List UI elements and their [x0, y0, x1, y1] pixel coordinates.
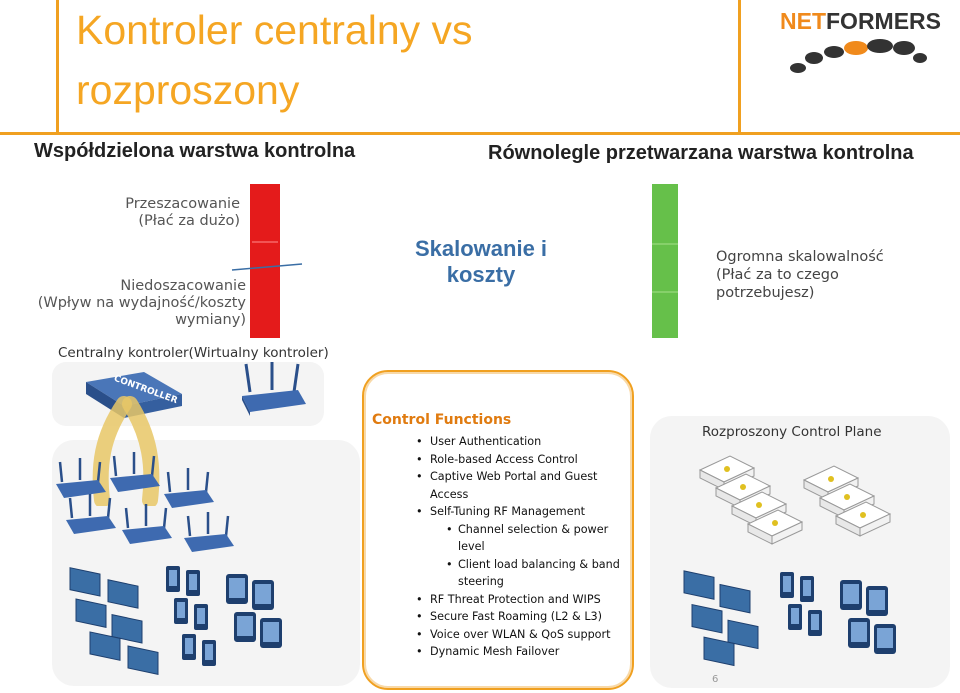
list-item: Dynamic Mesh Failover	[412, 643, 624, 661]
divider-top	[0, 132, 960, 135]
central-controller-caption: Centralny kontroler(Wirtualny kontroler)	[58, 345, 329, 361]
distributed-access-points-icon	[698, 455, 892, 545]
list-item: Channel selection & power level	[442, 521, 624, 556]
under-estimate-label: Niedoszacowanie (Wpływ na wydajność/kosz…	[20, 278, 246, 329]
control-functions-list: User Authentication Role-based Access Co…	[372, 433, 624, 661]
list-item: Secure Fast Roaming (L2 & L3)	[412, 608, 624, 626]
list-item: RF Threat Protection and WIPS	[412, 591, 624, 609]
over-sub-text: (Płać za dużo)	[138, 213, 240, 229]
client-devices-left-icon	[69, 566, 282, 676]
list-item: Voice over WLAN & QoS support	[412, 626, 624, 644]
header-shared-control: Współdzielona warstwa kontrolna	[34, 140, 356, 162]
over-estimate-label: Przeszacowanie (Płać za dużo)	[40, 196, 240, 230]
page-number: 6	[712, 674, 719, 685]
header-parallel-control: Równolegle przetwarzana warstwa kontroln…	[488, 142, 914, 164]
distributed-caption: Rozproszony Control Plane	[702, 424, 882, 440]
distributed-panel	[650, 416, 950, 688]
scalability-label: Ogromna skalowalność (Płać za to czego p…	[716, 248, 936, 302]
scaling-line-2: koszty	[446, 262, 516, 287]
list-item: Captive Web Portal and Guest Access	[412, 468, 624, 503]
under-text: Niedoszacowanie	[120, 278, 246, 294]
divider-vertical-right	[738, 0, 741, 132]
control-functions-panel: Control Functions User Authentication Ro…	[362, 370, 634, 690]
scaling-line-1: Skalowanie i	[414, 236, 548, 261]
under-sub-text-1: (Wpływ na wydajność/koszty	[37, 295, 246, 311]
red-capacity-bar	[231, 184, 303, 338]
under-sub-text-2: wymiany)	[175, 312, 246, 328]
over-text: Przeszacowanie	[125, 196, 240, 212]
logo-text-formers: FORMERS	[826, 8, 941, 34]
list-item: Client load balancing & band steering	[442, 556, 624, 591]
logo-dots-icon	[790, 39, 927, 73]
list-item: User Authentication	[412, 433, 624, 451]
divider-vertical-left	[56, 0, 59, 132]
green-capacity-bar	[652, 184, 678, 338]
logo-text-net: NET	[780, 8, 826, 34]
list-item: Self-Tuning RF Management	[412, 503, 624, 521]
scaling-costs-label: Skalowanie i koszty	[396, 236, 566, 288]
access-points-left-icon	[56, 452, 234, 552]
control-functions-title: Control Functions	[372, 412, 512, 428]
virtual-controller-ap-icon	[242, 362, 306, 416]
client-devices-right-icon	[683, 570, 896, 667]
scalability-line-2: (Płać za to czego	[716, 267, 839, 283]
slide-title: Kontroler centralny vs rozproszony	[76, 7, 473, 113]
list-item: Role-based Access Control	[412, 451, 624, 469]
netformers-logo: NETFORMERS	[780, 8, 941, 78]
scalability-line-3: potrzebujesz)	[716, 285, 815, 301]
scalability-line-1: Ogromna skalowalność	[716, 249, 884, 265]
